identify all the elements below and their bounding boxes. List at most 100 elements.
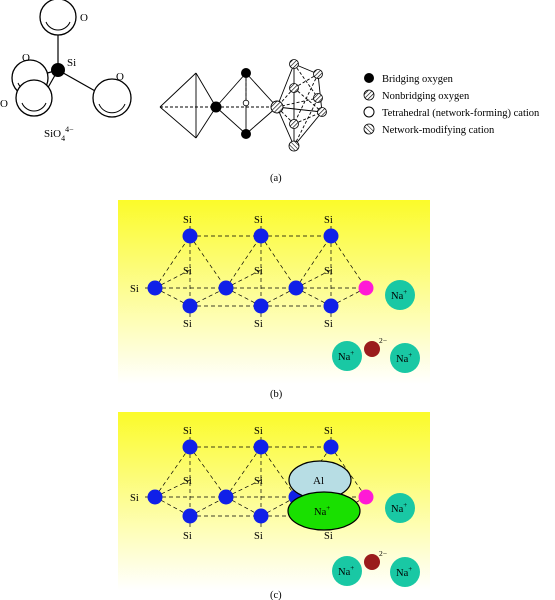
si-label: Si [254,476,263,487]
bridging-oxygen [253,508,269,524]
legend-nonbridging-oxygen-icon [363,89,375,101]
si-label: Si [254,426,263,437]
sodium-ion [390,343,420,373]
al-label: Al [313,475,324,487]
si-label: Si [183,215,192,226]
si-label: Si [254,319,263,330]
si-label: Si [183,426,192,437]
bridging-oxygen [218,489,234,505]
bridging-oxygen [147,489,163,505]
legend: Bridging oxygen Nonbridging oxygen Tetra… [363,73,540,136]
panel-c-caption: (c) [270,590,282,600]
bridging-oxygen [182,439,198,455]
oxide-charge-label: 2− [379,336,387,345]
si-label: Si [183,266,192,277]
si-label: Si [324,531,333,542]
oxygen-label-top: O [80,12,88,24]
si-label: Si [324,319,333,330]
bridging-oxygen [182,228,198,244]
bridging-oxygen [182,508,198,524]
oxide-ion [364,554,380,570]
sodium-label: Na+ [338,349,354,363]
si-label: Si [324,215,333,226]
panel-b-bonds [145,226,367,318]
panel-c-atoms [147,439,420,587]
si-label: Si [130,284,139,295]
panel-b-labels: Si Si Si Si Si Si Si Si Si Si Na+ Na+ Na… [130,215,412,365]
legend-bridging-oxygen-icon [364,73,374,83]
si-label: Si [254,266,263,277]
bridging-oxygen [218,280,234,296]
sio4-tetrahedron [11,0,132,118]
oxygen-label-right: O [116,71,124,83]
bridging-oxygen [253,439,269,455]
sodium-ion [332,556,362,586]
si-label: Si [183,531,192,542]
bridging-oxygen [323,439,339,455]
si-label: Si [254,215,263,226]
network-modifying-cation [270,100,284,114]
si-label: Si [183,319,192,330]
sodium-label: Na+ [338,564,354,578]
bridging-oxygen [323,298,339,314]
nonbridging-oxygen [289,83,299,93]
nonbridging-oxygen [289,119,299,129]
legend-label: Nonbridging oxygen [382,91,470,102]
polyhedra-atoms [210,59,327,152]
oxide-ion [364,341,380,357]
bridging-oxygen [147,280,163,296]
sodium-label: Na+ [391,501,407,515]
tetrahedral-cation [242,99,250,107]
nonbridging-oxygen [358,489,374,505]
nonbridging-oxygen [317,107,327,117]
sodium-ion [385,493,415,523]
network-modifying-cation [288,140,300,152]
oxygen-label-front: O [0,98,8,110]
panel-b: Si Si Si Si Si Si Si Si Si Si Na+ Na+ Na… [118,200,430,400]
si-label: Si [324,426,333,437]
panel-a: O Si O O O SiO44− [0,0,540,184]
polyhedra-sketch [159,63,323,147]
oxide-charge-label: 2− [379,549,387,558]
si-label: Si [254,531,263,542]
sodium-charge-compensator [287,491,361,531]
sodium-ion [390,557,420,587]
legend-network-modifying-cation-icon [363,123,375,135]
panel-b-background [118,200,430,384]
bridging-oxygen [182,298,198,314]
si-label: Si [183,476,192,487]
sio4-formula: SiO44− [44,125,74,143]
sodium-label: Na+ [314,504,330,518]
panel-b-caption: (b) [270,389,283,400]
bridging-oxygen [210,101,222,113]
panel-c-background [118,412,430,590]
sodium-label: Na+ [396,351,412,365]
nonbridging-oxygen [313,93,323,103]
sodium-label: Na+ [391,288,407,302]
sodium-ion [385,280,415,310]
sodium-label: Na+ [396,565,412,579]
bridging-oxygen [323,228,339,244]
nonbridging-oxygen [289,59,299,69]
nonbridging-oxygen [313,69,323,79]
nonbridging-oxygen [358,280,374,296]
silicon-label: Si [67,57,76,69]
bridging-oxygen [241,129,251,139]
si-label: Si [324,266,333,277]
panel-c: Si Si Si Si Si Si Si Si Si Al Na+ Na+ Na… [118,412,430,600]
oxygen-label-left: O [22,52,30,64]
legend-label: Bridging oxygen [382,74,454,85]
legend-tetrahedral-cation-icon [363,106,375,118]
legend-label: Tetrahedral (network-forming) cation [382,108,540,119]
bridging-oxygen [253,298,269,314]
sodium-ion [332,341,362,371]
panel-c-labels: Si Si Si Si Si Si Si Si Si Al Na+ Na+ Na… [130,426,412,579]
legend-label: Network-modifying cation [382,125,495,136]
panel-a-caption: (a) [270,173,282,184]
bridging-oxygen [253,228,269,244]
bridging-oxygen [288,280,304,296]
panel-b-atoms [147,228,420,373]
bridging-oxygen [241,68,251,78]
si-label: Si [130,493,139,504]
